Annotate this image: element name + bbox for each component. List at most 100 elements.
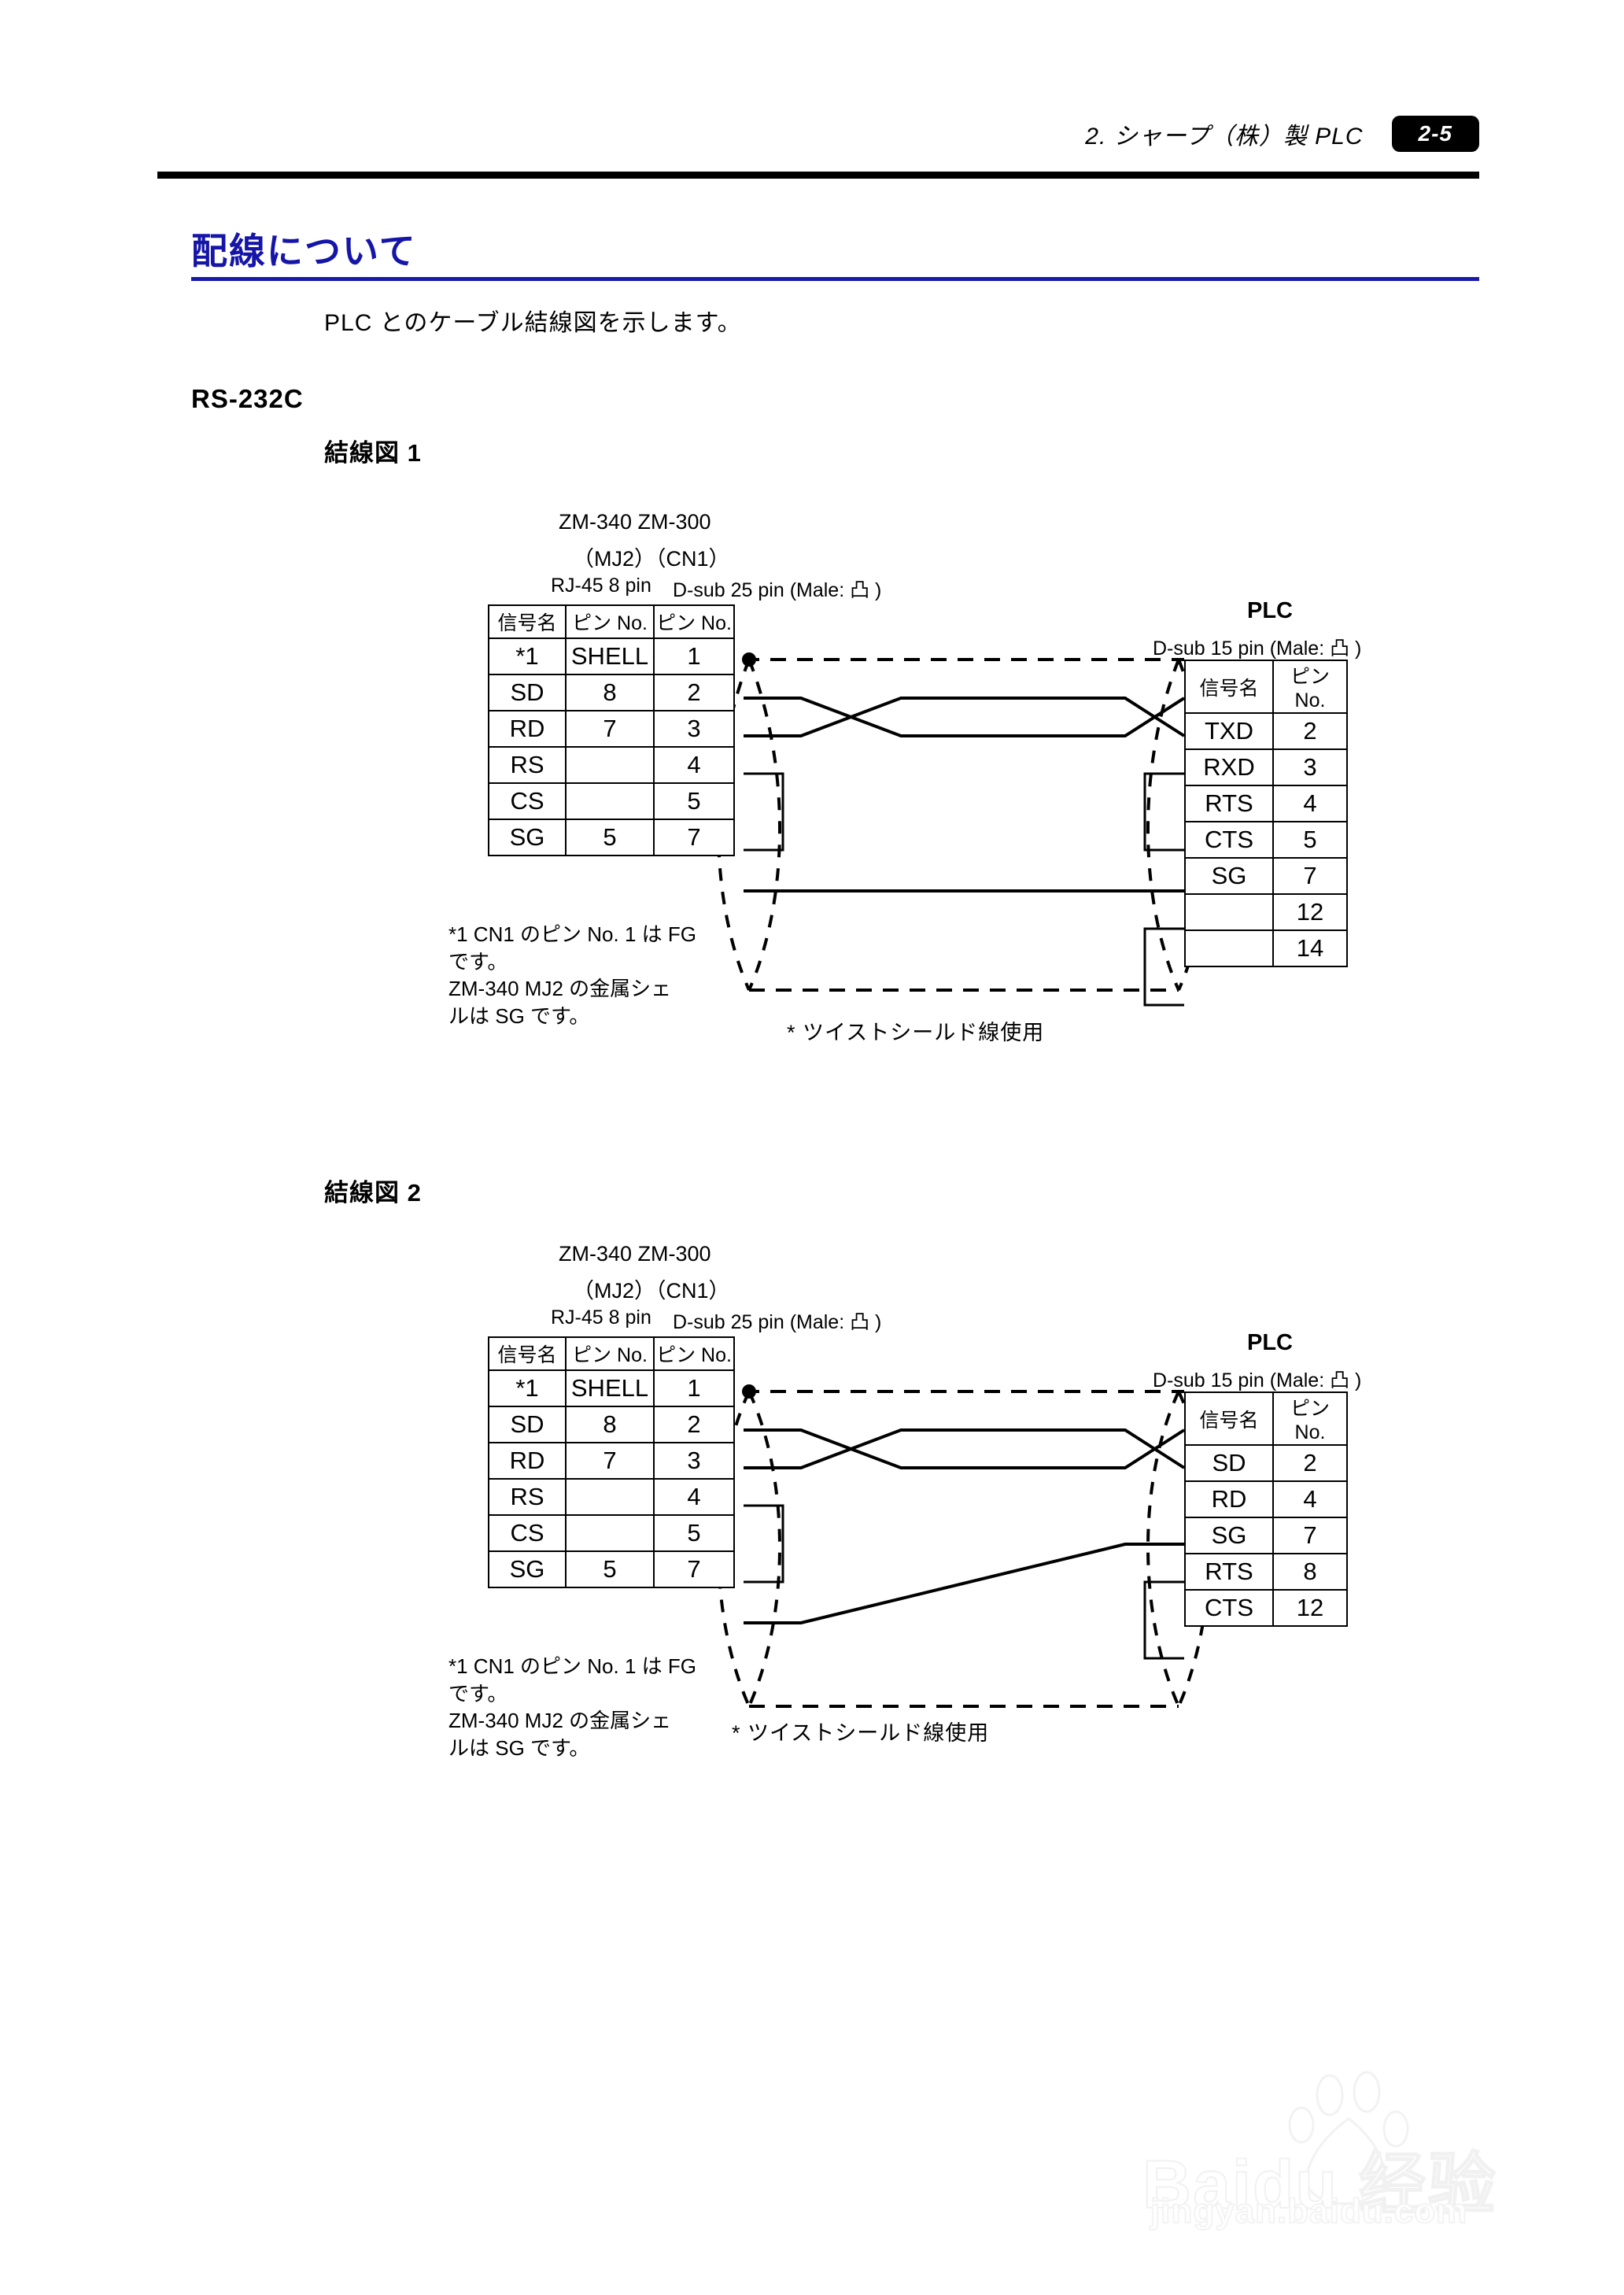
jumper-rs-cs: [744, 1504, 784, 1584]
diagram2-device-line2: （MJ2）（CN1）: [573, 1279, 730, 1303]
cell-pin: 4: [1272, 1480, 1348, 1518]
cell-pin: 3: [1272, 748, 1348, 786]
table-row: RXD 3: [1184, 748, 1348, 786]
col-header-signal: 信号名: [488, 604, 567, 639]
diagram1-device-line1: ZM-340 ZM-300: [559, 510, 711, 534]
diagram1-zm-pin-table: 信号名 ピン No. ピン No. *1 SHELL 1 SD 8 2 RD 7…: [488, 604, 735, 856]
cell-signal: RTS: [1184, 785, 1274, 822]
cell-pin: 12: [1272, 1589, 1348, 1627]
cell-signal: CS: [488, 782, 567, 820]
jumper-rs-cs: [744, 772, 784, 852]
col-header-pin-mj2: ピン No.: [565, 604, 655, 639]
table-row: 12: [1184, 893, 1348, 931]
table-header-row: 信号名 ピン No. ピン No.: [488, 1336, 735, 1371]
cell-signal: CTS: [1184, 1589, 1274, 1627]
jumper-rts-cts: [1143, 1580, 1184, 1660]
table-row: CTS 12: [1184, 1589, 1348, 1627]
cell-pin-cn1: 7: [653, 1550, 735, 1588]
col-header-pin-cn1: ピン No.: [653, 1336, 735, 1371]
header-divider: [157, 172, 1479, 179]
wire-rd-to-txd: [744, 697, 1186, 737]
table-row: RS 4: [488, 746, 735, 784]
diagram2-plc-title: PLC: [1247, 1330, 1293, 1355]
diagram2-plc-subtitle: D-sub 15 pin (Male: 凸 ): [1153, 1369, 1362, 1391]
cell-pin-cn1: 1: [653, 638, 735, 675]
cell-signal: SG: [1184, 1517, 1274, 1554]
cell-signal: SD: [1184, 1444, 1274, 1482]
table-row: SD 2: [1184, 1444, 1348, 1482]
table-header-row: 信号名 ピン No. ピン No.: [488, 604, 735, 639]
watermark-url: jingyan.baidu.com: [1150, 2191, 1468, 2231]
diagram2-plc-pin-table: 信号名 ピン No. SD 2 RD 4 SG 7 RTS 8 CTS 12: [1184, 1391, 1348, 1627]
col-header-signal: 信号名: [1184, 660, 1274, 714]
cell-pin-mj2: 5: [565, 1550, 655, 1588]
cell-pin-mj2: 8: [565, 674, 655, 711]
wire-sd-to-rd: [744, 1428, 1186, 1469]
cell-pin-mj2: SHELL: [565, 638, 655, 675]
cell-pin-cn1: 2: [653, 674, 735, 711]
shield-junction-dot: [742, 1384, 756, 1399]
cell-signal: RD: [488, 1442, 567, 1480]
table-row: *1 SHELL 1: [488, 1369, 735, 1407]
col-header-signal: 信号名: [488, 1336, 567, 1371]
wire-rd-to-sd: [744, 1428, 1186, 1469]
cell-pin: 7: [1272, 1517, 1348, 1554]
col-header-pin: ピン No.: [1272, 660, 1348, 714]
baidu-paw-icon: [1288, 2071, 1409, 2205]
header-title: 2. シャープ（株）製 PLC: [1085, 124, 1364, 150]
cell-pin-mj2: 5: [565, 819, 655, 856]
cell-signal: CTS: [1184, 821, 1274, 859]
diagram1-device-line2: （MJ2）（CN1）: [573, 547, 730, 571]
wire-sd-to-rxd: [744, 697, 1186, 737]
table-row: CS 5: [488, 782, 735, 820]
baidu-watermark: Baidu 经验 jingyan.baidu.com: [1142, 2046, 1552, 2231]
cell-pin-cn1: 2: [653, 1406, 735, 1443]
cell-pin: 8: [1272, 1553, 1348, 1591]
col-header-pin-cn1: ピン No.: [653, 604, 735, 639]
cell-pin-cn1: 5: [653, 782, 735, 820]
cell-pin-cn1: 3: [653, 1442, 735, 1480]
diagram2-connector-left: RJ-45 8 pin: [551, 1306, 651, 1329]
watermark-brand: Baidu 经验: [1142, 2146, 1497, 2223]
col-header-pin-mj2: ピン No.: [565, 1336, 655, 1371]
cell-signal: SD: [488, 674, 567, 711]
diagram-1-label: 結線図 1: [324, 439, 422, 467]
cell-pin-cn1: 3: [653, 710, 735, 748]
cell-pin-cn1: 5: [653, 1514, 735, 1552]
cell-pin: 2: [1272, 1444, 1348, 1482]
table-row: CS 5: [488, 1514, 735, 1552]
cell-pin-cn1: 1: [653, 1369, 735, 1407]
diagram2-zm-pin-table: 信号名 ピン No. ピン No. *1 SHELL 1 SD 8 2 RD 7…: [488, 1336, 735, 1588]
table-row: 14: [1184, 929, 1348, 967]
cell-pin-cn1: 4: [653, 1478, 735, 1516]
cell-signal: *1: [488, 1369, 567, 1407]
cell-pin-mj2: [565, 1478, 655, 1516]
table-row: SG 5 7: [488, 1550, 735, 1588]
table-row: RTS 4: [1184, 785, 1348, 822]
diagram1-connector-left: RJ-45 8 pin: [551, 575, 651, 597]
diagram1-plc-pin-table: 信号名 ピン No. TXD 2 RXD 3 RTS 4 CTS 5 SG 7: [1184, 660, 1348, 967]
cell-signal: RD: [1184, 1480, 1274, 1518]
cell-pin-cn1: 4: [653, 746, 735, 784]
diagram1-twist-shield-note: * ツイストシールド線使用: [787, 1021, 1045, 1044]
cell-pin: 2: [1272, 712, 1348, 750]
cell-signal: [1184, 893, 1274, 931]
cell-signal: RS: [488, 1478, 567, 1516]
interface-heading-rs232c: RS-232C: [191, 384, 304, 413]
wire-sg: [744, 1543, 1184, 1624]
diagram1-plc-title: PLC: [1247, 598, 1293, 623]
shield-junction-dot: [742, 652, 756, 667]
col-header-signal: 信号名: [1184, 1391, 1274, 1446]
table-row: RD 7 3: [488, 1442, 735, 1480]
cell-signal: TXD: [1184, 712, 1274, 750]
cell-pin-mj2: [565, 1514, 655, 1552]
cell-pin-mj2: 7: [565, 710, 655, 748]
wiring-diagram-2: ZM-340 ZM-300 （MJ2）（CN1） RJ-45 8 pin D-s…: [448, 1236, 1495, 1834]
shield-sleeve-left-inner: [747, 659, 781, 991]
cell-pin: 7: [1272, 857, 1348, 895]
diagram1-plc-subtitle: D-sub 15 pin (Male: 凸 ): [1153, 638, 1362, 660]
jumper-rts-cts: [1143, 772, 1184, 852]
cell-signal: RXD: [1184, 748, 1274, 786]
table-row: *1 SHELL 1: [488, 638, 735, 675]
cell-pin: 4: [1272, 785, 1348, 822]
